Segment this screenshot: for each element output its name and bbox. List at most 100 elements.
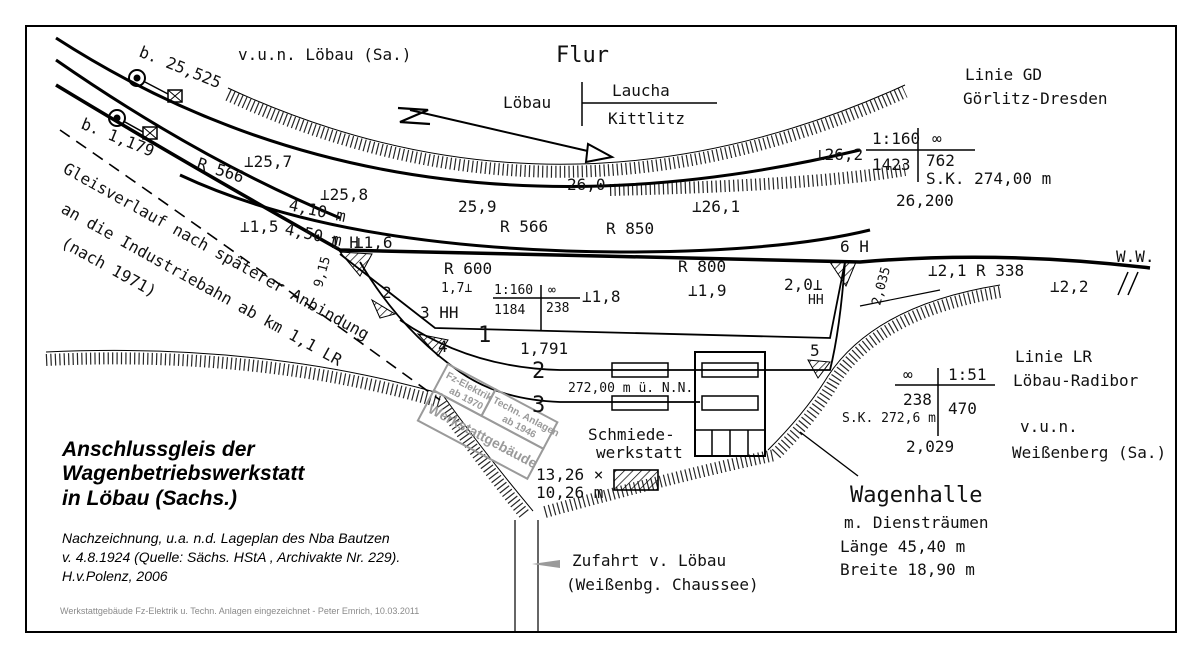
title-line-3: in Löbau (Sachs.) bbox=[62, 487, 237, 510]
linie-lr-4: Weißenberg (Sa.) bbox=[1012, 443, 1166, 462]
sb3-inf: ∞ bbox=[903, 365, 913, 384]
track-km: 1,791 bbox=[520, 339, 568, 358]
radius-4: R 600 bbox=[444, 259, 492, 278]
linie-lr-2: Löbau-Radibor bbox=[1013, 371, 1139, 390]
embankment-right-edge bbox=[767, 284, 1001, 451]
main-line-track-1 bbox=[55, 36, 861, 188]
siding-track-3 bbox=[359, 261, 700, 403]
sb1-sk: S.K. 274,00 m bbox=[926, 169, 1051, 188]
schmiede-dims-2: 10,26 m bbox=[536, 483, 603, 502]
dist-3: 9,15 bbox=[311, 255, 334, 289]
sb2-ratio: 1:160 bbox=[494, 283, 533, 298]
switch-4: 4 bbox=[438, 337, 448, 356]
grad-2: ⊥25,8 bbox=[320, 185, 368, 204]
sb3-km: 2,029 bbox=[906, 437, 954, 456]
north-arrow bbox=[397, 106, 615, 164]
radius-2: R 566 bbox=[500, 217, 548, 236]
wagon-2 bbox=[701, 362, 759, 378]
signal-2 bbox=[108, 109, 158, 140]
linie-gd-2: Görlitz-Dresden bbox=[963, 89, 1108, 108]
wagenhalle-len: Länge 45,40 m bbox=[840, 537, 965, 556]
switch-area-1h bbox=[338, 251, 373, 277]
sb3-right: 470 bbox=[948, 399, 977, 418]
switch-area-6h bbox=[829, 261, 857, 288]
radius-3: R 850 bbox=[606, 219, 654, 238]
caption-line-3: H.v.Polenz, 2006 bbox=[62, 568, 168, 584]
switch-5: 5 bbox=[810, 341, 820, 360]
track-2-label: 2 bbox=[532, 359, 545, 384]
main-line-track-2 bbox=[55, 58, 341, 220]
siding-stub bbox=[859, 289, 941, 307]
switch-area-4 bbox=[416, 333, 449, 357]
linie-gd-1: Linie GD bbox=[965, 65, 1042, 84]
sb3-sk: S.K. 272,6 m bbox=[842, 411, 936, 426]
flur-top: Laucha bbox=[612, 81, 670, 100]
caption-line-2: v. 4.8.1924 (Quelle: Sächs. HStA , Archi… bbox=[62, 549, 400, 565]
embankment-bottom bbox=[543, 449, 777, 518]
sb2-left: 1184 bbox=[494, 303, 525, 318]
linie-lr-3: v.u.n. bbox=[1020, 417, 1078, 436]
switch-hh: HH bbox=[808, 293, 824, 308]
linie-lr-1: Linie LR bbox=[1015, 347, 1092, 366]
branch-line-lr bbox=[55, 83, 1151, 270]
ww-label: W.W. bbox=[1116, 247, 1155, 266]
track-1-label: 1 bbox=[478, 323, 491, 348]
grad-8: ⊥1,6 bbox=[354, 233, 393, 252]
grad-10: ⊥1,8 bbox=[582, 287, 621, 306]
flur-title: Flur bbox=[556, 43, 609, 68]
main-line-track-3 bbox=[179, 173, 871, 254]
grad-6: ⊥26,2 bbox=[815, 145, 863, 164]
scale-box-1-cross bbox=[866, 128, 975, 182]
grad-12: 2,0⊥ bbox=[784, 275, 823, 294]
grad-7: ⊥1,5 bbox=[240, 217, 279, 236]
sb1-right: 762 bbox=[926, 151, 955, 170]
flur-bottom: Kittlitz bbox=[608, 109, 685, 128]
grad-11: ⊥1,9 bbox=[688, 281, 727, 300]
embankment-right bbox=[770, 286, 1001, 460]
wagenhalle-title: Wagenhalle bbox=[850, 483, 982, 508]
footer-credit: Werkstattgebäude Fz-Elektrik u. Techn. A… bbox=[60, 606, 419, 616]
switch-1h: 1 H bbox=[330, 233, 359, 252]
schmiede-dims-1: 13,26 × bbox=[536, 465, 603, 484]
embankment-top-right bbox=[609, 164, 907, 196]
grad-5: ⊥26,1 bbox=[692, 197, 740, 216]
sb3-left: 238 bbox=[903, 390, 932, 409]
scale-box-2-cross bbox=[493, 285, 580, 330]
switch-2: 2 bbox=[382, 283, 392, 302]
caption-line-1: Nachzeichnung, u.a. n.d. Lageplan des Nb… bbox=[62, 530, 390, 546]
wagenhalle-wid: Breite 18,90 m bbox=[840, 560, 975, 579]
header-from: v.u.n. Löbau (Sa.) bbox=[238, 45, 411, 64]
schmiede-1: Schmiede- bbox=[588, 425, 675, 444]
sb2-inf: ∞ bbox=[548, 283, 556, 298]
title-line-2: Wagenbetriebswerkstatt bbox=[62, 462, 305, 485]
radius-6: R 338 bbox=[976, 261, 1024, 280]
track-3-label: 3 bbox=[532, 393, 545, 418]
embankment-left bbox=[45, 352, 530, 519]
siding-track-2 bbox=[399, 261, 846, 371]
sb1-km: 26,200 bbox=[896, 191, 954, 210]
sb1-inf: ∞ bbox=[932, 129, 942, 148]
embankment-top-edge bbox=[227, 84, 906, 165]
dist-4: 2,035 bbox=[869, 265, 894, 307]
grad-13: ⊥2,1 bbox=[928, 261, 967, 280]
sb1-ratio: 1:160 bbox=[872, 129, 920, 148]
embankment-left-edge bbox=[45, 349, 534, 512]
sb2-right: 238 bbox=[546, 301, 569, 316]
grad-14: ⊥2,2 bbox=[1050, 277, 1089, 296]
schmiede-2: werkstatt bbox=[596, 443, 683, 462]
embankment-top bbox=[225, 86, 908, 178]
wagenhalle-pointer bbox=[799, 431, 859, 477]
access-road bbox=[514, 520, 539, 632]
ww-mark bbox=[1117, 271, 1139, 296]
signal-1 bbox=[128, 69, 183, 103]
wagon-4 bbox=[701, 395, 759, 411]
radius-5: R 800 bbox=[678, 257, 726, 276]
map-frame bbox=[25, 25, 1177, 633]
zufahrt-2: (Weißenbg. Chaussee) bbox=[566, 575, 759, 594]
track-height: 272,00 m ü. N.N. bbox=[568, 381, 693, 396]
switch-area-5 bbox=[807, 359, 831, 379]
schmiede-building bbox=[613, 469, 659, 491]
sb3-ratio: 1:51 bbox=[948, 365, 987, 384]
wagon-3 bbox=[611, 395, 669, 411]
